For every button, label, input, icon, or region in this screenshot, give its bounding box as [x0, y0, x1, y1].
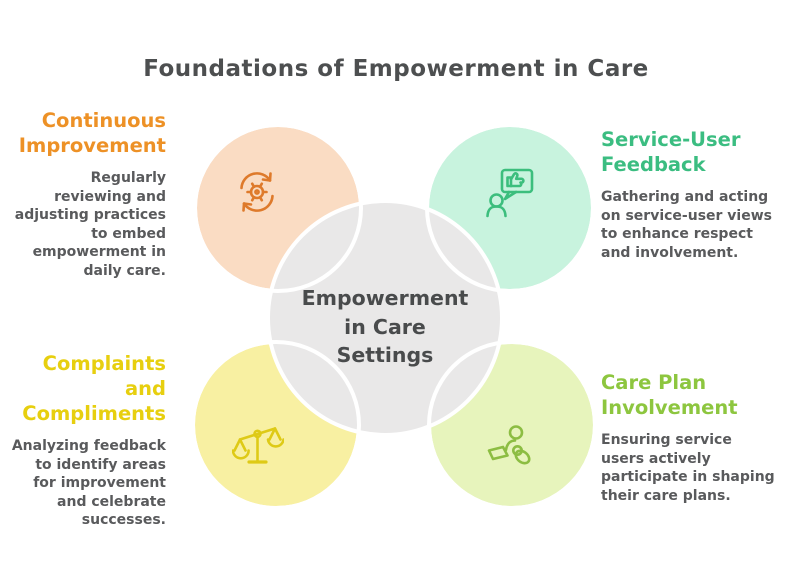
node-complaints-and-compliments: Complaints and Compliments Analyzing fee… [10, 351, 166, 530]
node-heading: Complaints and Compliments [22, 352, 166, 425]
person-laptop-care-icon [484, 419, 536, 471]
node-care-plan-involvement: Care Plan Involvement Ensuring service u… [601, 370, 776, 505]
balance-scale-icon [232, 417, 284, 469]
node-heading: Service-User Feedback [601, 128, 741, 176]
overlap-arcs [191, 123, 597, 510]
node-heading: Care Plan Involvement [601, 371, 738, 419]
person-feedback-bubble-icon [485, 167, 537, 219]
node-continuous-improvement: Continuous Improvement Regularly reviewi… [10, 108, 166, 280]
node-body: Regularly reviewing and adjusting practi… [14, 170, 166, 279]
node-body: Gathering and acting on service-user vie… [601, 189, 772, 261]
center-label: Empowerment in Care Settings [301, 286, 469, 367]
refresh-cycle-gear-icon [231, 166, 283, 218]
page-title: Foundations of Empowerment in Care [143, 56, 649, 82]
node-heading: Continuous Improvement [18, 109, 166, 157]
node-body: Ensuring service users actively particip… [601, 432, 775, 504]
node-body: Analyzing feedback to identify areas for… [11, 438, 166, 528]
node-service-user-feedback: Service-User Feedback Gathering and acti… [601, 127, 783, 262]
